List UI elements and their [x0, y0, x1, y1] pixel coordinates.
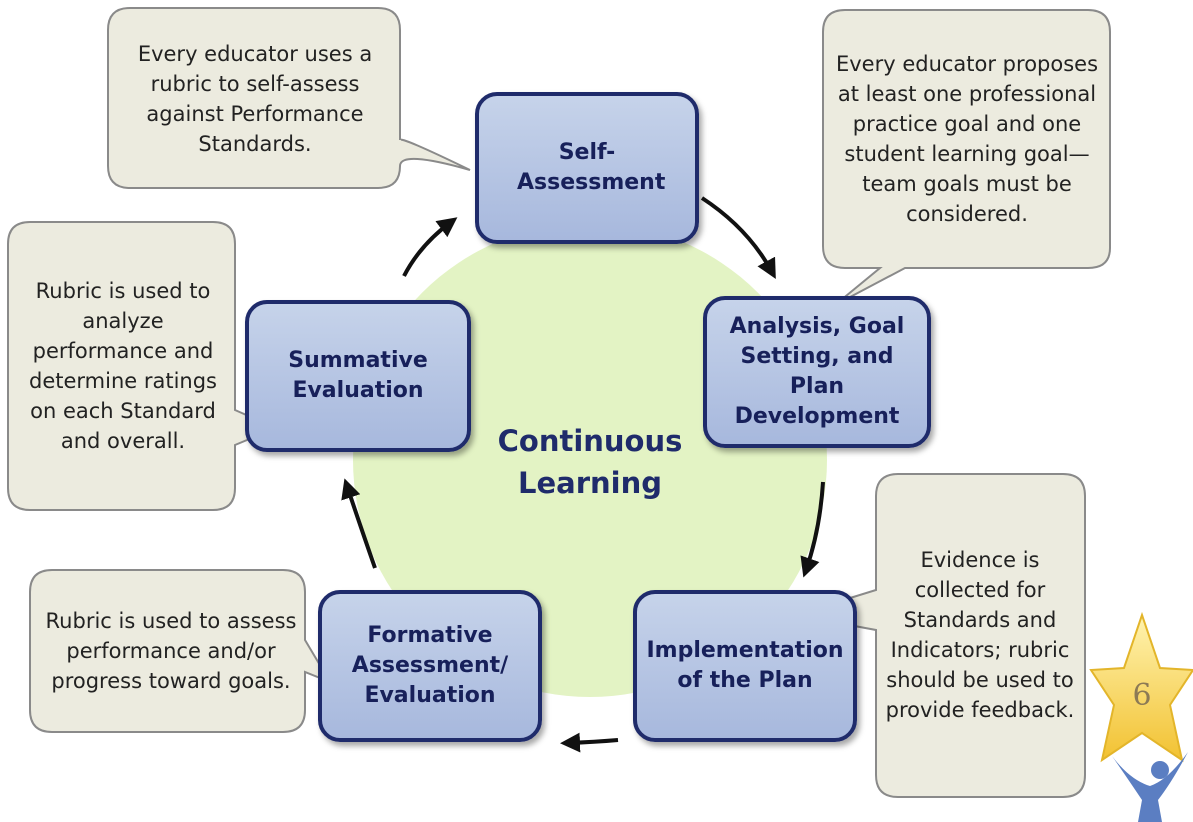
stage-formative-label: Formative Assessment/ Evaluation [351, 623, 509, 708]
stage-formative-assessment: Formative Assessment/ Evaluation [318, 590, 542, 742]
stage-analysis-label: Analysis, Goal Setting, and Plan Develop… [729, 314, 905, 429]
stage-implementation-label: Implementation of the Plan [646, 638, 844, 693]
stage-self-assessment: Self-Assessment [475, 92, 699, 244]
callout-bubble-self-assessment [107, 7, 471, 189]
star-logo-icon [1089, 611, 1193, 763]
callout-bubble-implementation [794, 473, 1086, 798]
arrow-to-implementation [800, 481, 825, 578]
stage-implementation: Implementation of the Plan [633, 590, 857, 742]
center-label: Continuous Learning [497, 424, 683, 500]
callout-analysis: Every educator proposes at least one pro… [835, 52, 1099, 226]
arrow-to-analysis [700, 196, 776, 280]
callout-bubble-analysis [822, 9, 1111, 306]
callout-formative: Rubric is used to assess performance and… [45, 609, 297, 693]
callout-bubble-summative [7, 221, 279, 511]
arrow-to-self-assessment [402, 217, 458, 277]
callout-implementation: Evidence is collected for Standards and … [885, 548, 1075, 722]
callout-bubble-formative [29, 569, 333, 733]
callout-summative: Rubric is used to analyze performance an… [28, 279, 217, 453]
stage-summative-evaluation: Summative Evaluation [245, 300, 471, 452]
stage-summative-label: Summative Evaluation [288, 348, 428, 403]
callout-self-assessment: Every educator uses a rubric to self-ass… [137, 42, 373, 156]
page-number: 6 [1132, 678, 1152, 713]
arrow-to-summative [341, 478, 377, 569]
person-figure-icon [1112, 752, 1188, 822]
stage-self-assessment-label: Self-Assessment [517, 140, 666, 195]
arrow-to-formative [560, 732, 619, 753]
stage-analysis-goal-setting: Analysis, Goal Setting, and Plan Develop… [703, 296, 931, 448]
